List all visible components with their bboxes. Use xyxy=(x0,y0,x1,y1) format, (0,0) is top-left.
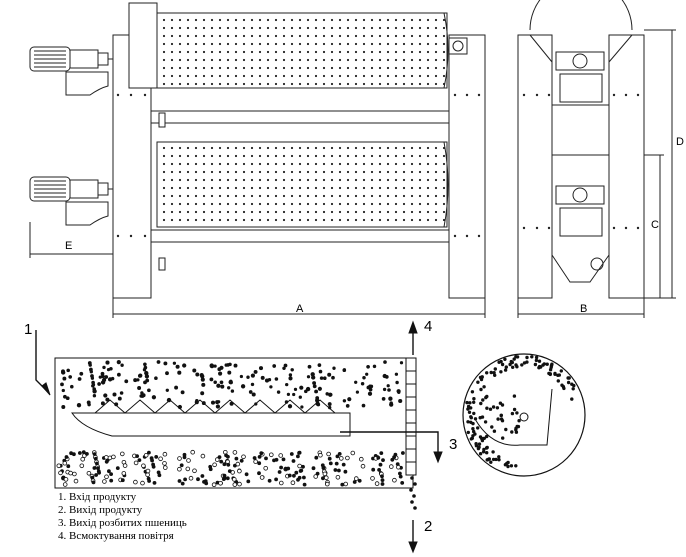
falling-grains xyxy=(409,476,417,510)
dimension-label-d: D xyxy=(676,136,684,148)
legend: 1. Вхід продукту 2. Вихід продукту 3. Ви… xyxy=(58,491,187,543)
crossbar-lower xyxy=(150,229,450,243)
cylinder-top-arc xyxy=(529,0,633,31)
side-view xyxy=(517,0,676,318)
flow-marker-4: 4 xyxy=(424,318,432,335)
dimension-label-a: A xyxy=(296,303,304,315)
upper-end-plate xyxy=(128,2,158,89)
lower-motor xyxy=(29,176,113,226)
broken-kernel-outlet xyxy=(340,431,439,455)
crossbar-middle xyxy=(150,110,450,124)
upper-cylinder xyxy=(156,12,449,89)
flow-marker-1: 1 xyxy=(24,321,32,338)
flow-marker-3: 3 xyxy=(449,436,457,453)
trough xyxy=(71,412,351,437)
dimension-e xyxy=(29,222,114,258)
cylinder-end-cells xyxy=(405,357,417,476)
dimension-label-c: C xyxy=(651,219,659,231)
legend-item-3: 3. Вихід розбитих пшениць xyxy=(58,517,187,529)
dimension-label-e: E xyxy=(65,240,72,252)
dimension-a xyxy=(112,298,486,318)
lower-cylinder xyxy=(156,141,449,228)
upper-motor xyxy=(29,46,113,96)
grain-particles xyxy=(56,355,576,488)
front-view xyxy=(29,2,486,318)
legend-item-4: 4. Всмоктування повітря xyxy=(58,530,174,542)
dimension-label-b: B xyxy=(580,303,587,315)
right-frame-leg xyxy=(448,34,486,299)
flow-marker-2: 2 xyxy=(424,518,432,535)
legend-item-1: 1. Вхід продукту xyxy=(58,491,137,503)
legend-item-2: 2. Вихід продукту xyxy=(58,504,143,516)
